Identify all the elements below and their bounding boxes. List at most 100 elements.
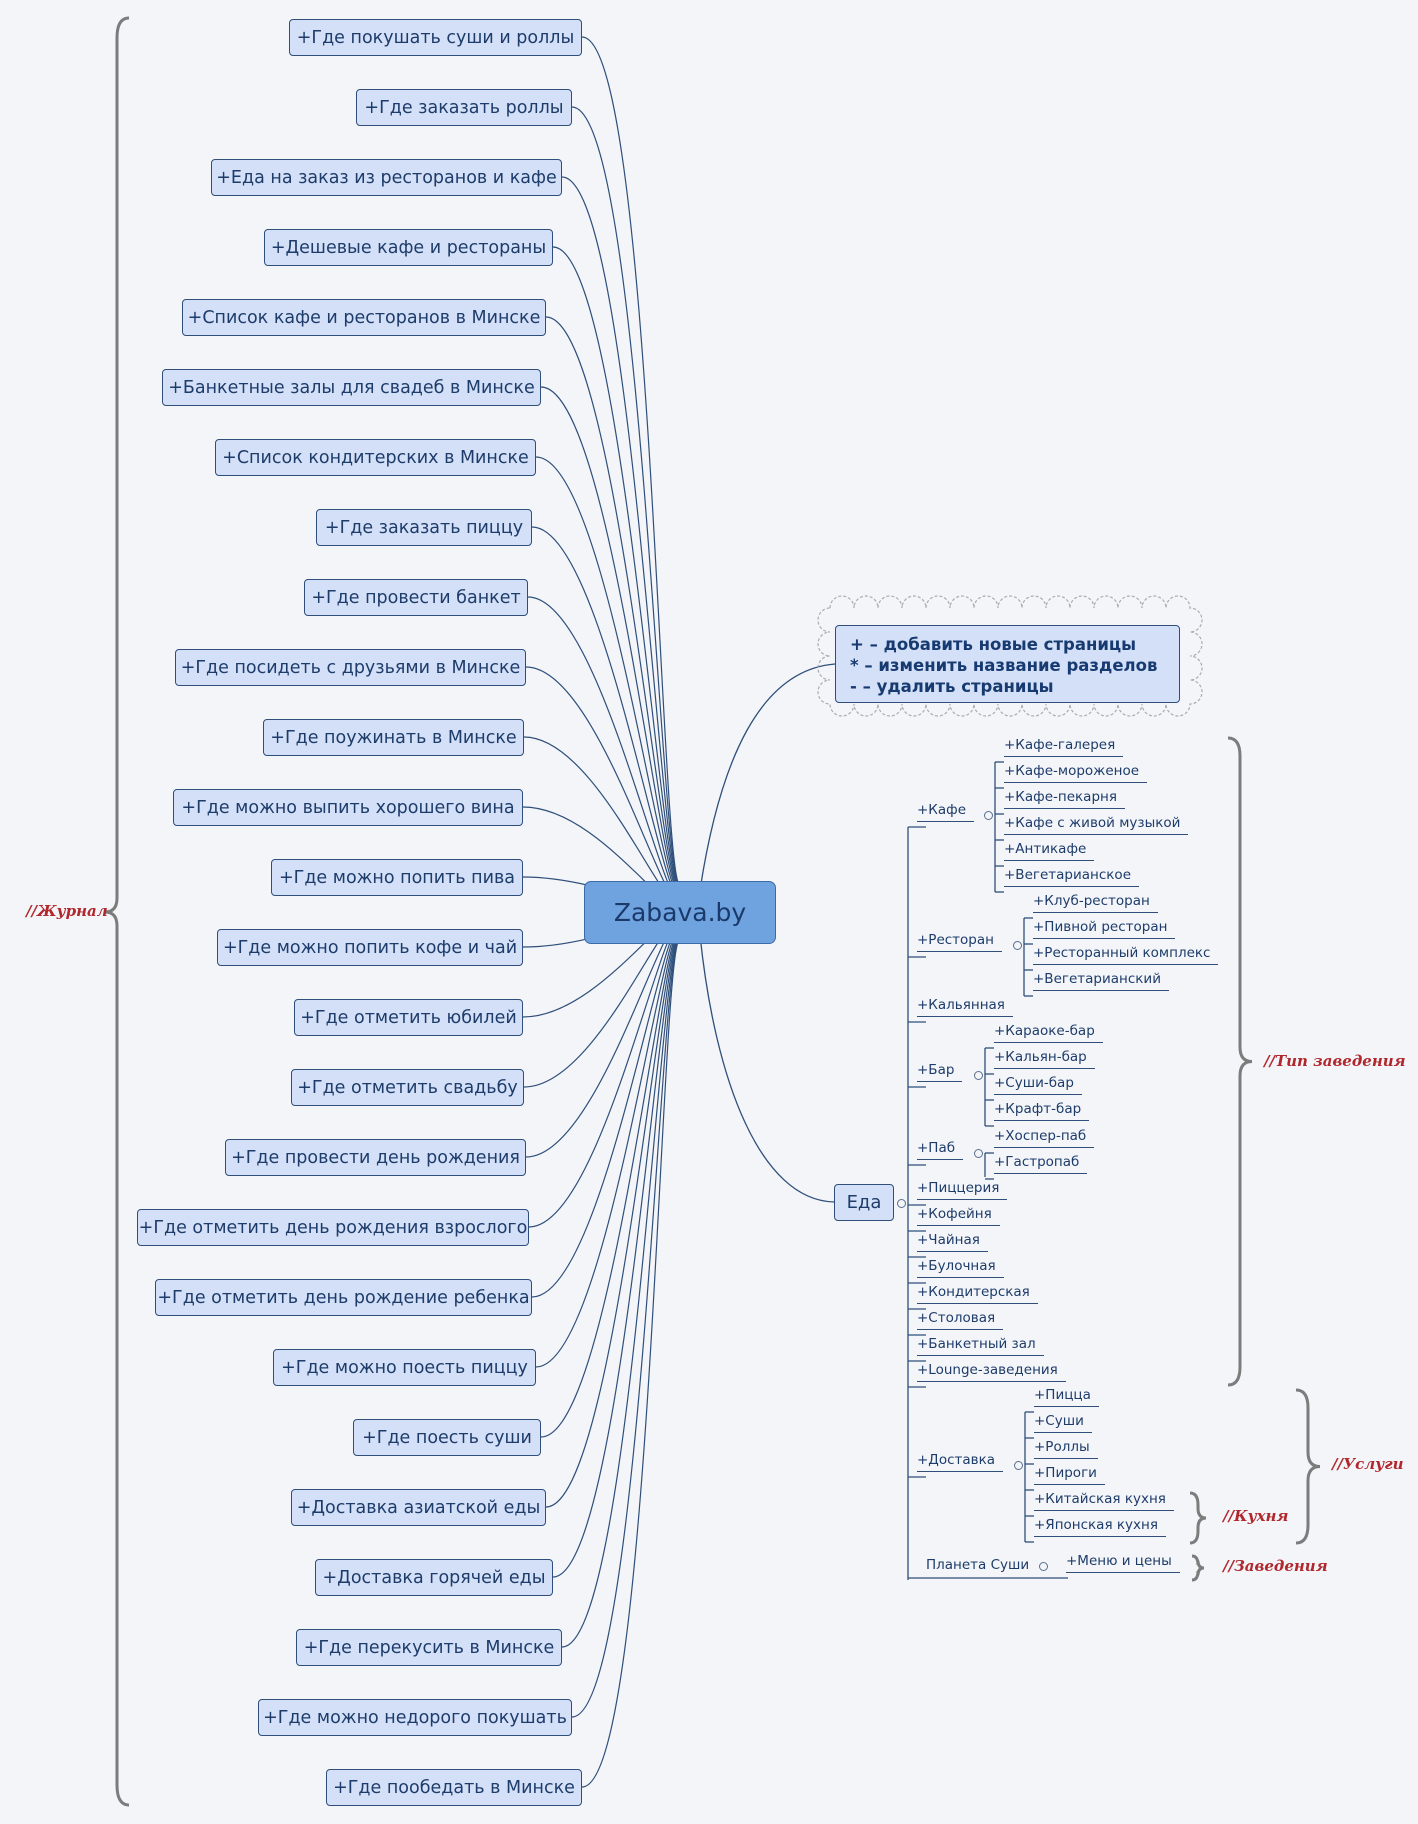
branch-venue-type[interactable]: +Чайная [917,1231,988,1252]
delivery-collapse-toggle[interactable] [1013,1460,1023,1470]
planet-sushi-child[interactable]: +Меню и цены [1066,1552,1180,1573]
restaurant-child[interactable]: +Пивной ресторан [1033,918,1176,939]
journal-topic[interactable]: +Где можно выпить хорошего вина [173,789,523,826]
cafe-collapse-toggle[interactable] [983,810,993,820]
food-collapse-toggle[interactable] [896,1198,906,1208]
restaurant-child[interactable]: +Клуб-ресторан [1033,892,1158,913]
journal-connector [552,246,681,892]
journal-connector [531,526,681,901]
journal-connector [561,934,681,1648]
branch-delivery[interactable]: +Доставка [917,1451,1004,1472]
journal-connector [581,36,681,886]
journal-connector [531,923,681,1298]
journal-topic[interactable]: +Где поужинать в Минске [263,719,524,756]
delivery-child[interactable]: +Пироги [1034,1464,1105,1485]
journal-topic[interactable]: +Доставка горячей еды [315,1559,553,1596]
journal-topic[interactable]: +Где заказать роллы [356,89,572,126]
bar-child[interactable]: +Суши-бар [994,1074,1082,1095]
delivery-child[interactable]: +Китайская кухня [1034,1490,1174,1511]
journal-topic[interactable]: +Где провести день рождения [225,1139,526,1176]
branch-venue-type[interactable]: +Кондитерская [917,1283,1038,1304]
journal-connector [561,176,681,890]
journal-connector [540,386,681,897]
journal-topic[interactable]: +Где можно поесть пиццу [273,1349,536,1386]
cafe-child[interactable]: +Кафе-пекарня [1004,788,1125,809]
journal-topic[interactable]: +Где поесть суши [353,1419,541,1456]
branch-venue-type[interactable]: +Кофейня [917,1205,1000,1226]
journal-topic[interactable]: +Где можно недорого покушать [258,1699,572,1736]
journal-connector [545,316,681,894]
branch-planet-sushi[interactable]: Планета Суши [926,1557,1030,1573]
pub-child[interactable]: +Хоспер-паб [994,1127,1095,1148]
journal-connector [571,936,681,1718]
legend-line-rename: * – изменить название разделов [850,656,1158,675]
journal-connector [581,938,681,1788]
branch-venue-type[interactable]: +Lounge-заведения [917,1361,1066,1382]
branch-pub[interactable]: +Паб [917,1139,964,1160]
pub-child[interactable]: +Гастропаб [994,1153,1088,1174]
label-cuisine: //Кухня [1223,1507,1289,1525]
pub-collapse-toggle[interactable] [973,1148,983,1158]
branch-venue-type[interactable]: +Булочная [917,1257,1004,1278]
label-journal: //Журнал [26,902,108,920]
journal-topic[interactable]: +Где можно попить пива [271,859,523,896]
bar-collapse-toggle[interactable] [973,1070,983,1080]
journal-topic[interactable]: +Где отметить день рождение ребенка [155,1279,532,1316]
delivery-child[interactable]: +Пицца [1034,1386,1099,1407]
journal-connector [540,927,681,1438]
bar-child[interactable]: +Крафт-бар [994,1100,1090,1121]
legend-note[interactable]: + – добавить новые страницы * – изменить… [835,625,1180,703]
journal-topic[interactable]: +Где пообедать в Минске [326,1769,582,1806]
journal-connector [571,106,681,888]
restaurant-child[interactable]: +Ресторанный комплекс [1033,944,1219,965]
cafe-child[interactable]: +Кафе с живой музыкой [1004,814,1189,835]
branch-venue-type[interactable]: +Столовая [917,1309,1004,1330]
legend-line-delete: - – удалить страницы [850,677,1054,696]
journal-topic[interactable]: +Где заказать пиццу [316,509,532,546]
journal-topic[interactable]: +Где отметить свадьбу [291,1069,524,1106]
journal-topic[interactable]: +Где провести банкет [304,579,528,616]
delivery-child[interactable]: +Роллы [1034,1438,1098,1459]
journal-topic[interactable]: +Где перекусить в Минске [296,1629,562,1666]
journal-brace [104,16,130,1807]
bar-child[interactable]: +Караоке-бар [994,1022,1103,1043]
journal-connector [535,925,681,1368]
branch-restaurant[interactable]: +Ресторан [917,931,1002,952]
journal-connector [545,930,681,1508]
journal-topic[interactable]: +Банкетные залы для свадеб в Минске [162,369,541,406]
cafe-child[interactable]: +Антикафе [1004,840,1095,861]
journal-topic[interactable]: +Дешевые кафе и рестораны [264,229,553,266]
branch-venue-type[interactable]: +Пиццерия [917,1179,1008,1200]
branch-venue-type[interactable]: +Банкетный зал [917,1335,1044,1356]
bar-child[interactable]: +Кальян-бар [994,1048,1095,1069]
journal-topic[interactable]: +Где посидеть с друзьями в Минске [175,649,526,686]
cafe-child[interactable]: +Вегетарианское [1004,866,1139,887]
branch-bar[interactable]: +Бар [917,1061,963,1082]
food-connector [699,934,835,1203]
journal-topic[interactable]: +Где отметить юбилей [294,999,523,1036]
food-node[interactable]: Еда [834,1184,894,1221]
restaurant-child[interactable]: +Вегетарианский [1033,970,1169,991]
cafe-child[interactable]: +Кафе-галерея [1004,736,1124,757]
journal-topic[interactable]: +Список кондитерских в Минске [215,439,536,476]
delivery-child[interactable]: +Суши [1034,1412,1092,1433]
planet-sushi-collapse-toggle[interactable] [1038,1561,1048,1571]
label-venues: //Заведения [1223,1557,1328,1575]
journal-topic[interactable]: +Где можно попить кофе и чай [217,929,523,966]
journal-connector [535,456,681,899]
delivery-child[interactable]: +Японская кухня [1034,1516,1166,1537]
branch-hookah[interactable]: +Кальянная [917,996,1013,1017]
restaurant-collapse-toggle[interactable] [1012,940,1022,950]
journal-topic[interactable]: +Еда на заказ из ресторанов и кафе [211,159,562,196]
journal-topic[interactable]: +Где отметить день рождения взрослого [137,1209,529,1246]
branch-cafe[interactable]: +Кафе [917,801,975,822]
journal-topic[interactable]: +Список кафе и ресторанов в Минске [182,299,546,336]
note-connector [699,663,836,891]
root-node[interactable]: Zabava.by [584,881,776,944]
journal-topic[interactable]: +Где покушать суши и роллы [289,19,582,56]
journal-topic[interactable]: +Доставка азиатской еды [291,1489,546,1526]
label-venue-type: //Тип заведения [1264,1052,1406,1070]
cafe-child[interactable]: +Кафе-мороженое [1004,762,1148,783]
journal-connector [528,921,681,1228]
